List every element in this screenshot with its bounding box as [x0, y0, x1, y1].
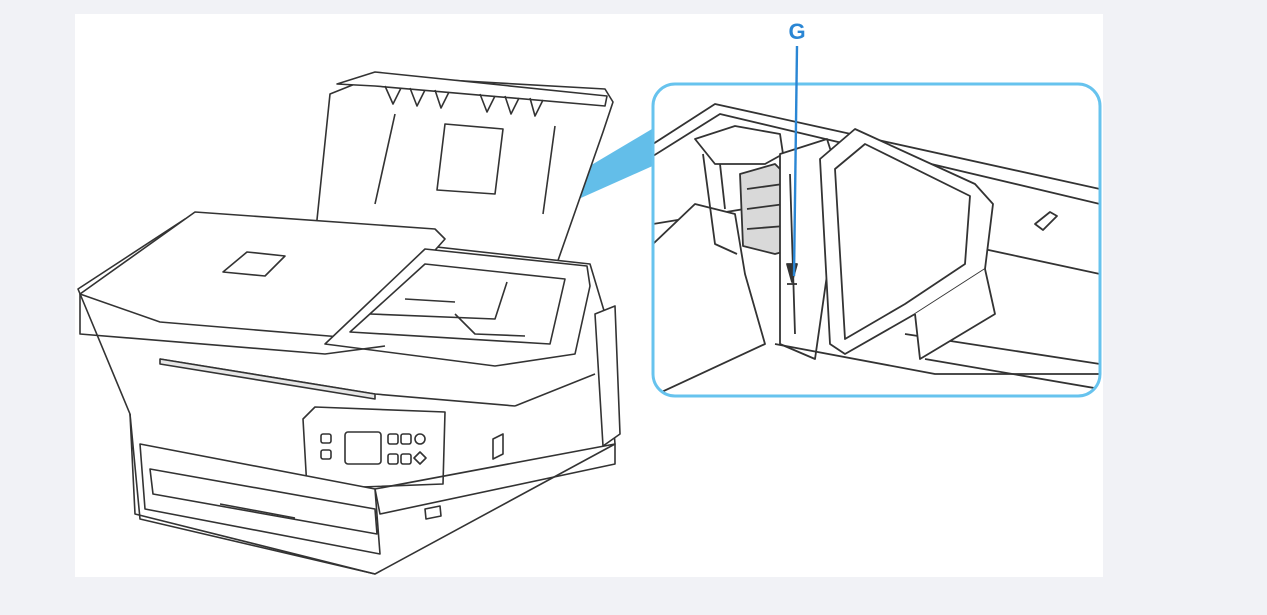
printer-icon: [77, 71, 621, 575]
zoom-frame: [651, 82, 1102, 398]
printer-diagram: [77, 45, 1102, 575]
paper-cassette: [139, 443, 381, 555]
callout-label-g: G: [788, 19, 806, 44]
closeup-view: [653, 84, 1100, 396]
illustration-figure: G: [75, 14, 1103, 577]
callout-leader-line: [792, 45, 799, 277]
